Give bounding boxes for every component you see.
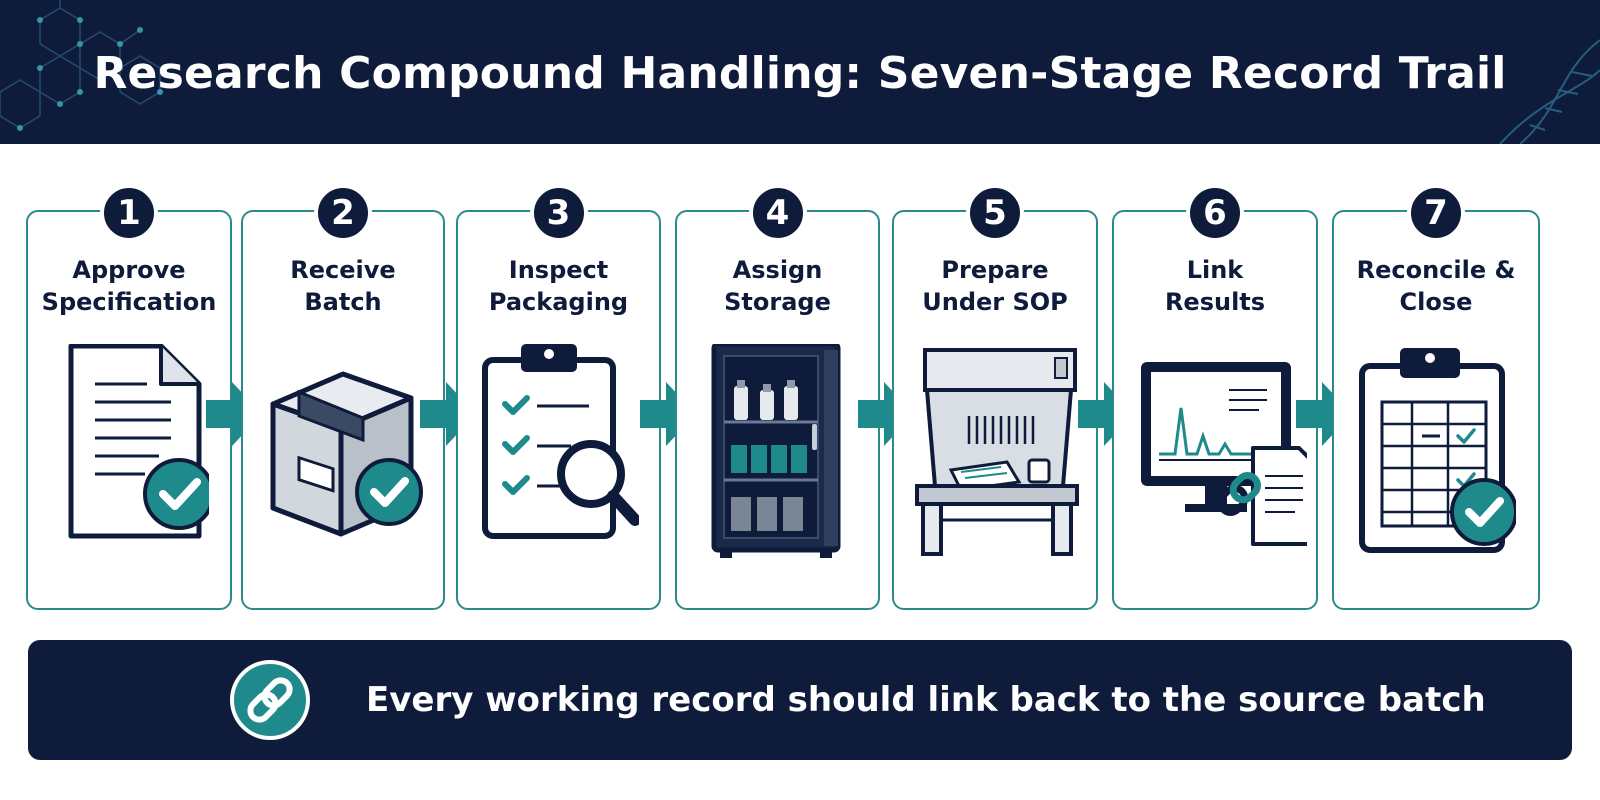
stage-label-line1: Receive xyxy=(290,256,396,284)
step-number-badge: 6 xyxy=(1186,184,1244,242)
box-check-icon xyxy=(270,371,423,537)
clipboard-magnifier-icon xyxy=(481,344,639,539)
flow-arrow-icon xyxy=(420,382,476,446)
stage-label-line1: Prepare xyxy=(941,256,1049,284)
stage-label: Receive Batch xyxy=(243,254,443,318)
step-number-badge: 4 xyxy=(748,184,807,242)
fume-hood-icon xyxy=(915,348,1079,556)
flow-arrow-icon xyxy=(640,382,696,446)
stage-label-line1: Approve xyxy=(72,256,186,284)
stage-label: Reconcile & Close xyxy=(1334,254,1538,318)
header-bar: Research Compound Handling: Seven-Stage … xyxy=(0,0,1600,144)
molecule-pattern-icon xyxy=(0,0,1600,144)
monitor-link-icon xyxy=(1141,362,1307,546)
clipboard-table-check-icon xyxy=(1359,348,1516,553)
stage-card-6: 6 Link Results xyxy=(1112,184,1318,610)
stage-label: Approve Specification xyxy=(28,254,230,318)
footer-banner: Every working record should link back to… xyxy=(28,640,1572,760)
stage-label-line2: Results xyxy=(1164,288,1266,316)
flow-arrow-icon xyxy=(1078,382,1134,446)
stage-label-line1: Reconcile & xyxy=(1356,256,1516,284)
stage-label-line1: Link xyxy=(1186,256,1244,284)
step-number-badge: 5 xyxy=(966,184,1024,242)
flow-arrow-icon xyxy=(1296,382,1352,446)
stage-label-line2: Batch xyxy=(304,288,382,316)
stage-label-line2: Packaging xyxy=(488,288,629,316)
stage-card-4: 4 Assign Storage xyxy=(675,184,880,610)
stage-label: Inspect Packaging xyxy=(458,254,659,318)
stage-label-line1: Assign xyxy=(732,256,823,284)
step-number-badge: 3 xyxy=(529,184,588,242)
stage-card-1: 1 Approve Specification xyxy=(26,184,232,610)
stage-card-5: 5 Prepare Under SOP xyxy=(892,184,1098,610)
stage-label-line2: Specification xyxy=(41,288,217,316)
stage-label: Assign Storage xyxy=(677,254,878,318)
page-title: Research Compound Handling: Seven-Stage … xyxy=(93,48,1507,99)
stage-card-3: 3 Inspect Packaging xyxy=(456,184,661,610)
stage-card-7: 7 Reconcile & Close xyxy=(1332,184,1540,610)
stage-label-line1: Inspect xyxy=(508,256,609,284)
footer-message: Every working record should link back to… xyxy=(366,680,1486,720)
step-number-badge: 7 xyxy=(1407,184,1465,242)
stage-card-2: 2 Receive Batch xyxy=(241,184,445,610)
step-number-badge: 2 xyxy=(314,184,372,242)
flow-arrow-icon xyxy=(206,382,262,446)
step-number-badge: 1 xyxy=(100,184,158,242)
stage-label: Prepare Under SOP xyxy=(894,254,1096,318)
chain-link-icon xyxy=(230,660,310,740)
stage-label: Link Results xyxy=(1114,254,1316,318)
stage-label-line2: Close xyxy=(1399,288,1473,316)
document-check-icon xyxy=(68,344,209,539)
stage-label-line2: Under SOP xyxy=(922,288,1068,316)
storage-cabinet-icon xyxy=(711,344,840,558)
stage-label-line2: Storage xyxy=(724,288,831,316)
flow-arrow-icon xyxy=(858,382,914,446)
